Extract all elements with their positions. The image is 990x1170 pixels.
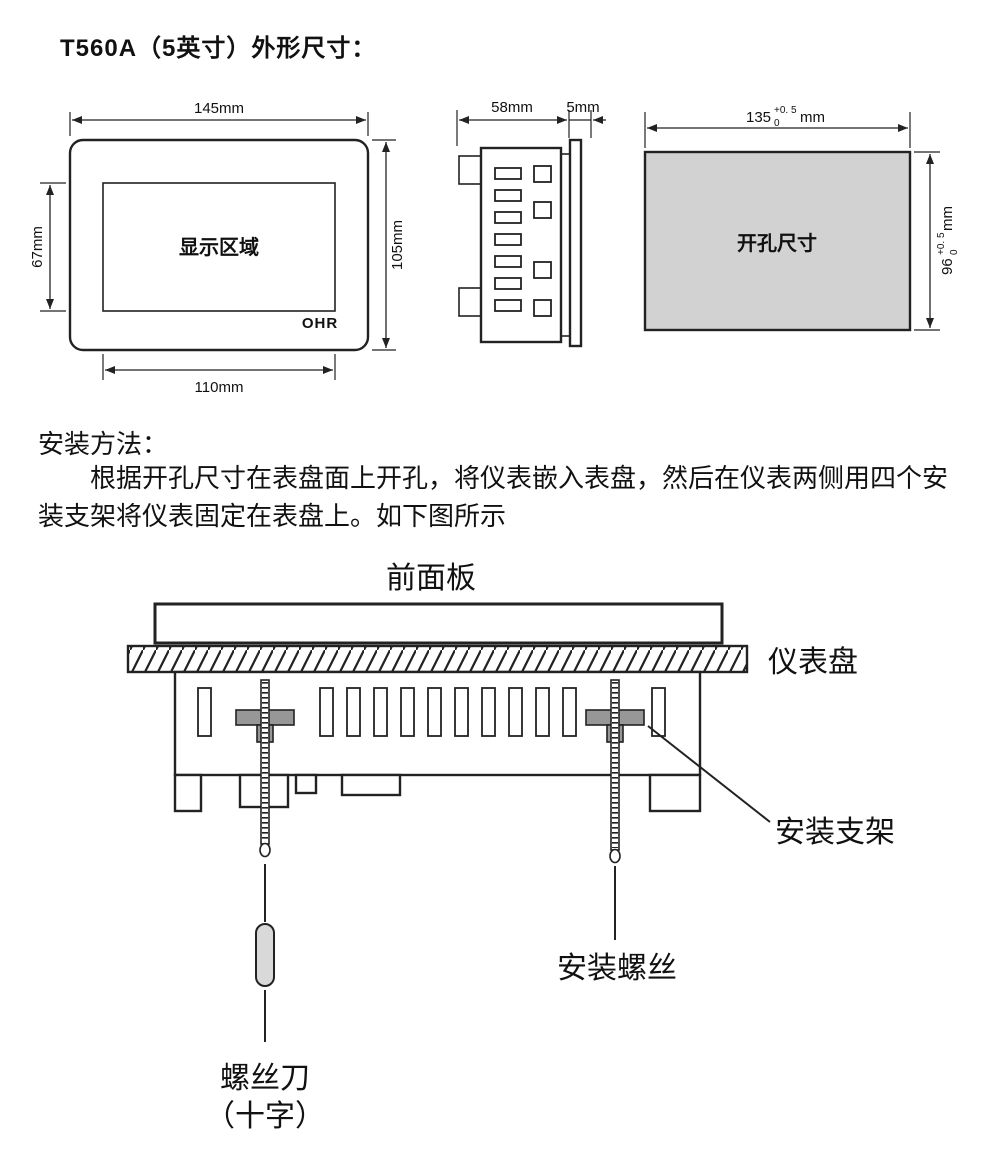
- dim-tolerance-upper: +0. 5: [774, 105, 797, 116]
- screw-tip: [259, 842, 271, 858]
- install-method-heading: 安装方法：: [38, 430, 169, 459]
- front-view: 145mm 显示区域 OHR 67mm 105mm: [29, 100, 406, 396]
- terminal-slots: [494, 167, 522, 312]
- cutout-view: 135 +0. 5 0 mm 开孔尺寸 96 +0. 5 0 mm: [643, 105, 960, 332]
- housing-step: [294, 773, 318, 795]
- dim-display-height: 67mm: [29, 182, 66, 312]
- page-title: T560A（5英寸）外形尺寸：: [60, 35, 377, 62]
- dim-label-group: 96 +0. 5 0 mm: [936, 206, 960, 275]
- dim-label: 5mm: [566, 99, 599, 116]
- dim-value: 96: [939, 258, 956, 275]
- dim-tolerance-upper: +0. 5: [936, 232, 947, 255]
- screw-boss-right: [648, 773, 702, 813]
- instrument-panel-section: [126, 644, 749, 674]
- screw-rod: [610, 679, 620, 851]
- mounting-screw-label: 安装螺丝: [557, 952, 677, 985]
- screwdriver-handle: [255, 923, 275, 987]
- terminal-pads: [533, 165, 552, 317]
- housing-step: [340, 773, 402, 797]
- dim-label: 105mm: [389, 220, 406, 270]
- front-panel-label: 前面板: [386, 562, 476, 595]
- mounting-bracket-label: 安装支架: [775, 816, 895, 849]
- screwdriver: [255, 864, 275, 1042]
- front-panel-bezel: [153, 602, 724, 645]
- mounting-tab-bottom: [458, 287, 482, 317]
- installation-diagram: 前面板 仪表盘: [126, 562, 895, 1133]
- front-bezel-flange: [568, 138, 583, 348]
- dim-front-height: 105mm: [372, 139, 406, 351]
- instrument-panel-label: 仪表盘: [768, 646, 858, 679]
- panel-cutout-label: 开孔尺寸: [737, 232, 817, 255]
- dim-value: 135: [746, 109, 771, 126]
- housing-bottom-profile: [173, 773, 702, 813]
- mounting-screw-right: [609, 679, 621, 864]
- install-method-paragraph: 根据开孔尺寸在表盘面上开孔，将仪表嵌入表盘，然后在仪表两侧用四个安装支架将仪表固…: [38, 464, 949, 531]
- leader-line-bracket: [647, 725, 771, 823]
- screwdriver-label-line1: 螺丝刀: [220, 1062, 310, 1095]
- mounting-tab-top: [458, 155, 482, 185]
- brand-logo: OHR: [302, 315, 338, 332]
- dim-label: 110mm: [195, 379, 244, 396]
- mounting-screw-left: [259, 679, 271, 858]
- dim-display-width: 110mm: [102, 354, 336, 396]
- housing-foot-left: [173, 773, 203, 813]
- panel-cutout-rect: [643, 150, 912, 332]
- side-view: 58mm 5mm: [456, 99, 606, 348]
- screwdriver-label-line2: （十字）: [205, 1100, 325, 1133]
- dim-tolerance-lower: 0: [774, 118, 780, 129]
- dim-unit: mm: [800, 109, 825, 126]
- dim-label: 145mm: [194, 100, 244, 117]
- dim-side-depth: 58mm 5mm: [456, 99, 606, 146]
- display-area: [102, 182, 336, 312]
- vent-slots: [197, 687, 666, 737]
- dim-front-width: 145mm: [69, 100, 369, 136]
- screw-tip: [609, 848, 621, 864]
- dim-unit: mm: [939, 206, 956, 231]
- display-area-label: 显示区域: [179, 235, 259, 259]
- dim-cutout-height: 96 +0. 5 0 mm: [914, 151, 960, 331]
- dim-tolerance-lower: 0: [949, 249, 960, 255]
- dim-label: 67mm: [29, 226, 46, 268]
- dim-label: 58mm: [491, 99, 533, 116]
- dim-cutout-width: 135 +0. 5 0 mm: [644, 105, 911, 148]
